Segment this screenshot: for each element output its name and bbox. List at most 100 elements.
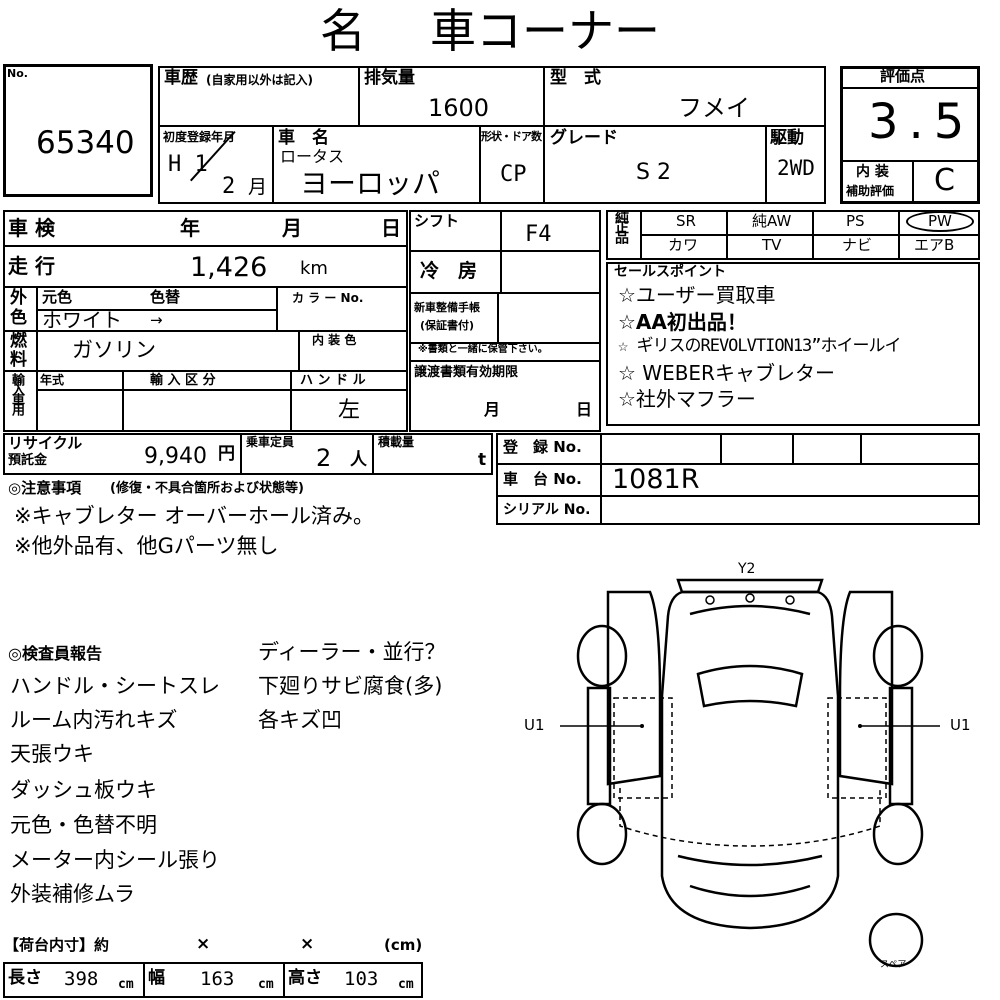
lot-number: 65340 <box>36 125 135 161</box>
color-arrow: → <box>150 311 163 329</box>
car-rear-line <box>677 854 823 867</box>
inspector-right-2: 下廻りサビ腐食(多) <box>258 674 443 698</box>
capacity-unit: 人 <box>350 450 367 470</box>
cargo-width-cm: cm <box>258 977 274 992</box>
shift-value: F4 <box>525 222 552 247</box>
transfer-label: 譲渡書類有効期限 <box>414 365 519 380</box>
maintenance-label-1: 新車整備手帳 <box>414 301 480 314</box>
grade-value: S 2 <box>636 160 671 185</box>
import-label: 輸入車用 <box>9 373 24 413</box>
sales-points-box <box>606 262 980 426</box>
registration-block <box>496 433 980 525</box>
cargo-width: 163 <box>200 968 235 990</box>
maintenance-label-2: (保証書付) <box>420 319 475 332</box>
displacement-label: 排気量 <box>364 68 415 88</box>
car-name-label: 車 名 <box>278 128 329 148</box>
caution-line-2: ※他外品有、他Gパーツ無し <box>14 534 279 558</box>
mileage-value: 1,426 <box>190 252 268 283</box>
mileage-unit: km <box>300 258 328 279</box>
inspector-right-1: ディーラー・並行？ <box>258 640 446 664</box>
diagram-u1-right: U1 <box>950 716 971 734</box>
cargo-height: 103 <box>344 968 379 990</box>
left-middle-grid <box>3 210 408 432</box>
car-hood <box>689 604 811 616</box>
chassis-no-value: 1081R <box>612 464 700 495</box>
import-handle-value: 左 <box>338 398 361 423</box>
grade-label: グレード <box>550 128 618 148</box>
reg-no-label: 登 録 No. <box>503 438 582 456</box>
equip-airbag: エアB <box>914 236 955 254</box>
first-reg-month: 2 <box>222 174 236 199</box>
rear-right-wheel <box>872 802 924 866</box>
cargo-height-cm: cm <box>398 977 414 992</box>
side-right <box>888 686 914 806</box>
rating-label: 評価点 <box>880 67 926 85</box>
diagram-y2: Y2 <box>738 561 756 577</box>
inspection-day: 日 <box>381 216 401 240</box>
equip-tv: TV <box>762 236 782 254</box>
sales-point-5: ☆社外マフラー <box>618 387 756 411</box>
title-left: 名 <box>320 4 366 58</box>
color-label-2: 色 <box>10 308 27 328</box>
equip-ps: PS <box>846 212 865 230</box>
sales-point-1: ☆ユーザー買取車 <box>618 283 776 307</box>
first-reg-era: H 1 <box>168 152 208 177</box>
recycle-row <box>3 433 493 475</box>
load-unit: t <box>478 450 487 470</box>
recycle-label-2: 預託金 <box>8 453 48 468</box>
first-reg-month-unit: 月 <box>248 176 268 198</box>
drive-value: 2WD <box>777 156 815 180</box>
serial-no-label: シリアル No. <box>503 502 591 518</box>
transfer-day: 日 <box>576 400 593 419</box>
car-body <box>660 590 840 930</box>
caution-sub: (修復・不具合箇所および状態等) <box>110 481 304 496</box>
equip-pw: PW <box>928 212 952 230</box>
car-maker: ロータス <box>280 147 345 166</box>
equip-aw: 純AW <box>752 212 792 230</box>
car-trunk <box>689 884 811 898</box>
import-type-label: 輸 入 区 分 <box>150 373 216 388</box>
caution-label: ◎注意事項 <box>8 479 82 497</box>
inspection-month: 月 <box>282 216 302 240</box>
inspection-label: 車 検 <box>8 216 55 240</box>
rear-left-wheel <box>576 802 628 866</box>
equip-navi: ナビ <box>842 236 873 254</box>
inspector-left-1: ハンドル・シートスレ <box>10 674 220 698</box>
car-diagram <box>560 578 940 968</box>
load-label: 積載量 <box>378 435 415 449</box>
color-no-label: カ ラ ー No. <box>292 291 364 305</box>
fuel-value: ガソリン <box>72 338 156 362</box>
body-label: 形状・ドア数 <box>481 130 542 143</box>
sales-point-4: ☆ WEBERキャブレター <box>618 361 835 385</box>
fuel-label-1: 燃 <box>10 331 27 351</box>
inspector-label: ◎検査員報告 <box>8 644 102 663</box>
inspector-left-7: 外装補修ムラ <box>10 882 135 906</box>
cargo-height-label: 高さ <box>288 968 322 988</box>
cargo-length: 398 <box>64 968 99 990</box>
diagram-u1-left: U1 <box>524 716 545 734</box>
inspector-left-5: 元色・色替不明 <box>10 813 157 837</box>
color-orig-label: 元色 <box>42 288 73 306</box>
rating-box <box>840 66 980 204</box>
first-reg-label: 初度登録年月 <box>163 130 236 144</box>
lot-box <box>3 64 153 197</box>
interior-grade: C <box>934 163 955 198</box>
cargo-unit: (cm) <box>384 936 423 954</box>
interior-color-label: 内 装 色 <box>312 333 357 347</box>
cargo-x2: × <box>300 934 315 954</box>
import-handle-label: ハ ン ド ル <box>300 373 366 388</box>
equip-sr: SR <box>676 212 696 230</box>
rating-score: 3.5 <box>868 94 975 150</box>
capacity-label: 乗車定員 <box>246 435 295 449</box>
shift-label: シフト <box>414 212 460 230</box>
cargo-label: 【荷台内寸】約 <box>4 936 110 954</box>
equipment-label: 純正品 <box>613 210 629 240</box>
sales-points-label: セールスポイント <box>614 264 726 280</box>
cargo-length-cm: cm <box>118 977 134 992</box>
diagram-spare: スペア <box>880 960 907 970</box>
car-roof-front <box>676 578 824 594</box>
interior-label-1: 内 装 <box>856 164 889 180</box>
caution-line-1: ※キャブレター オーバーホール済み。 <box>14 504 375 528</box>
model-label: 型 式 <box>550 68 601 88</box>
body-value: CP <box>500 162 527 187</box>
